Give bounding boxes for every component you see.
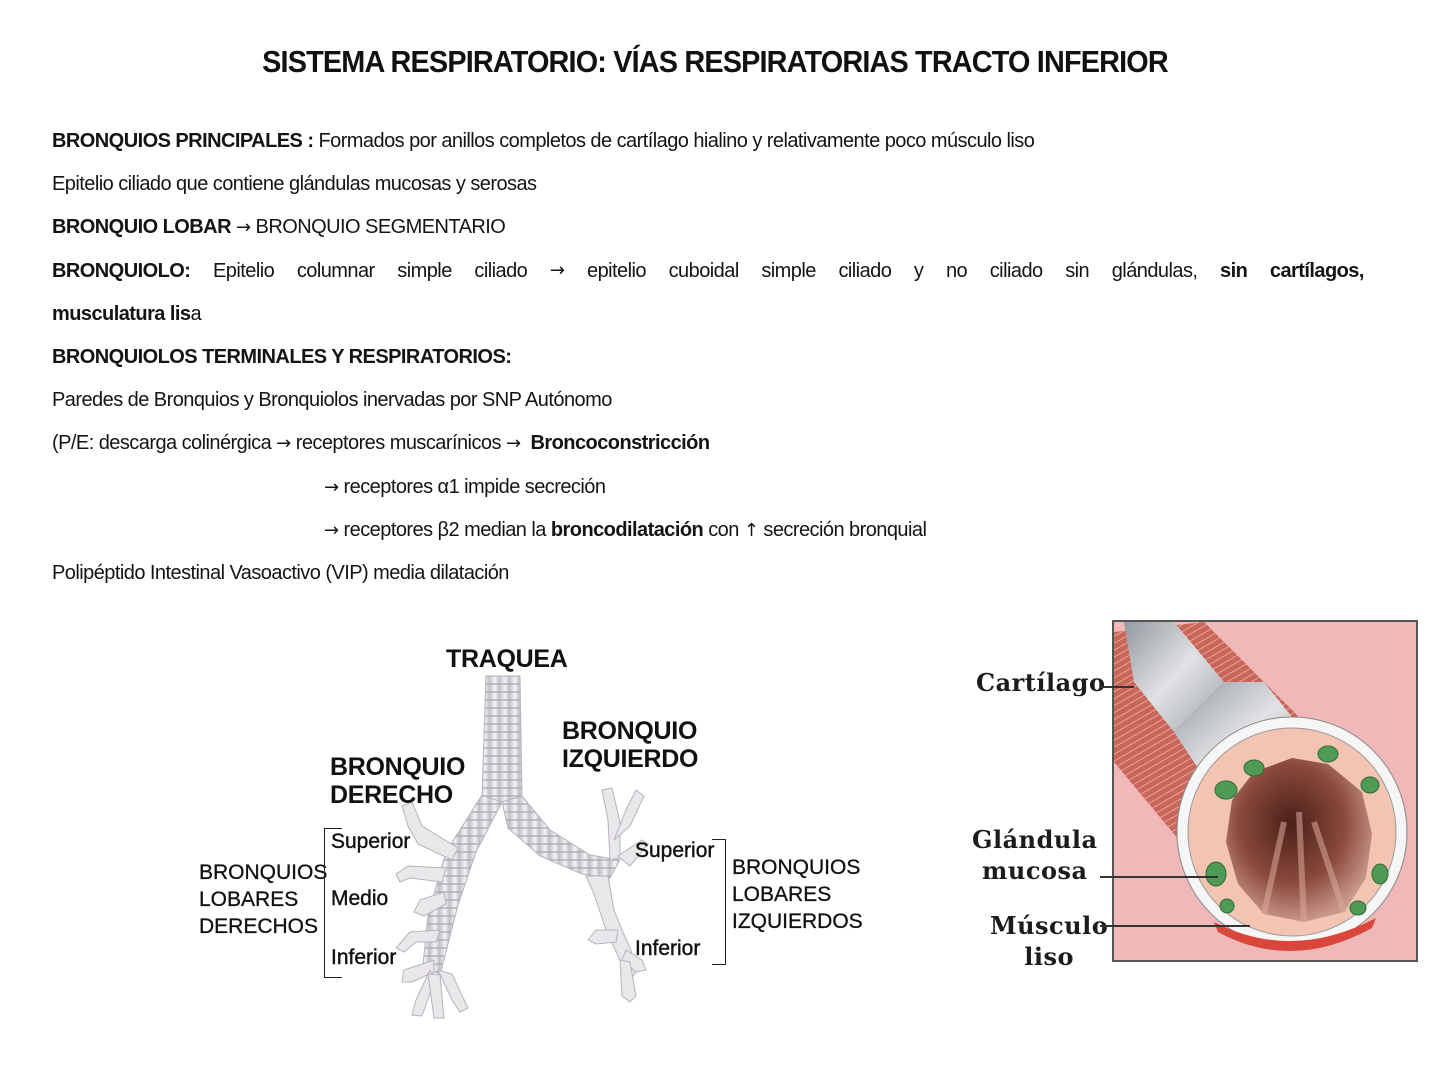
cartilage-pointer-line xyxy=(1100,686,1134,688)
arrow-up-icon: ↑ xyxy=(743,519,759,541)
right-lobe-superior: Superior xyxy=(331,830,411,853)
line-bronquiolos-terminales: BRONQUIOLOS TERMINALES Y RESPIRATORIOS: xyxy=(52,340,1364,383)
arrow-right-icon: → xyxy=(276,433,291,455)
term-broncoconstriccion: Broncoconstricción xyxy=(530,432,711,455)
gland-pointer-line xyxy=(1100,876,1218,878)
arrow-right-icon: → xyxy=(235,217,251,239)
line-descarga-colinergica: (P/E: descarga colinérgica → receptores … xyxy=(52,432,711,455)
arrow-right-icon: → xyxy=(505,433,521,455)
term-broncodilatacion: broncodilatación xyxy=(550,518,704,541)
line-bronquio-lobar: BRONQUIO LOBAR → BRONQUIO SEGMENTARIO xyxy=(52,216,506,239)
left-lobar-group-label: BRONQUIOS LOBARES IZQUIERDOS xyxy=(732,856,863,933)
term-bronquiolo: BRONQUIOLO: xyxy=(52,259,191,282)
right-lobar-bracket xyxy=(324,828,342,978)
page-title: SISTEMA RESPIRATORIO: VÍAS RESPIRATORIAS… xyxy=(262,44,1169,79)
trachea-label: TRAQUEA xyxy=(446,645,568,673)
muscle-label: Músculo liso xyxy=(990,911,1109,971)
cross-section-illustration xyxy=(1112,620,1418,962)
arrow-right-icon: → xyxy=(324,519,339,541)
bronchus-wall-drawing xyxy=(1114,622,1408,952)
bronchial-tree-illustration xyxy=(395,675,649,1019)
term-bronquiolos-terminales: BRONQUIOLOS TERMINALES Y RESPIRATORIOS: xyxy=(52,345,512,368)
right-lobar-group-label: BRONQUIOS LOBARES DERECHOS xyxy=(199,861,328,938)
right-bronchus-label: BRONQUIO DERECHO xyxy=(330,753,466,809)
term-bronquio-lobar: BRONQUIO LOBAR xyxy=(52,216,232,239)
line-vip: Polipéptido Intestinal Vasoactivo (VIP) … xyxy=(52,561,509,584)
left-lobe-inferior: Inferior xyxy=(635,937,701,960)
muscle-pointer-line xyxy=(1100,925,1250,927)
line-receptores-alfa1: → receptores α1 impide secreción xyxy=(324,475,606,498)
right-lobe-inferior: Inferior xyxy=(331,946,397,969)
bronchial-tree-figure: TRAQUEA BRONQUIO DERECHO BRONQUIO IZQUIE… xyxy=(190,630,870,1030)
arrow-right-icon: → xyxy=(324,476,339,498)
arrow-right-icon: → xyxy=(549,259,565,281)
line-bronquios-principales: BRONQUIOS PRINCIPALES : Formados por ani… xyxy=(52,130,1035,152)
notes-body: BRONQUIOS PRINCIPALES : Formados por ani… xyxy=(52,124,1364,599)
left-lobar-bracket xyxy=(712,839,726,965)
bronchus-cross-section-figure: Cartílago Glándula mucosa Músculo liso xyxy=(962,604,1432,979)
line-receptores-beta2: → receptores β2 median la broncodilataci… xyxy=(324,518,927,541)
gland-label: Glándula mucosa xyxy=(972,825,1098,885)
term-bronquios-principales: BRONQUIOS PRINCIPALES : xyxy=(52,130,314,152)
left-bronchus-label: BRONQUIO IZQUIERDO xyxy=(562,717,699,773)
right-lobe-medio: Medio xyxy=(331,887,389,910)
line-bronquiolo: BRONQUIOLO: Epitelio columnar simple cil… xyxy=(52,254,1364,297)
line-epitelio-ciliado: Epitelio ciliado que contiene glándulas … xyxy=(52,173,537,196)
line-paredes-inervadas: Paredes de Bronquios y Bronquiolos inerv… xyxy=(52,389,612,412)
line-musculatura-lisa: musculatura lisa xyxy=(52,302,202,325)
left-lobe-superior: Superior xyxy=(635,839,715,862)
cartilage-label: Cartílago xyxy=(976,668,1106,697)
